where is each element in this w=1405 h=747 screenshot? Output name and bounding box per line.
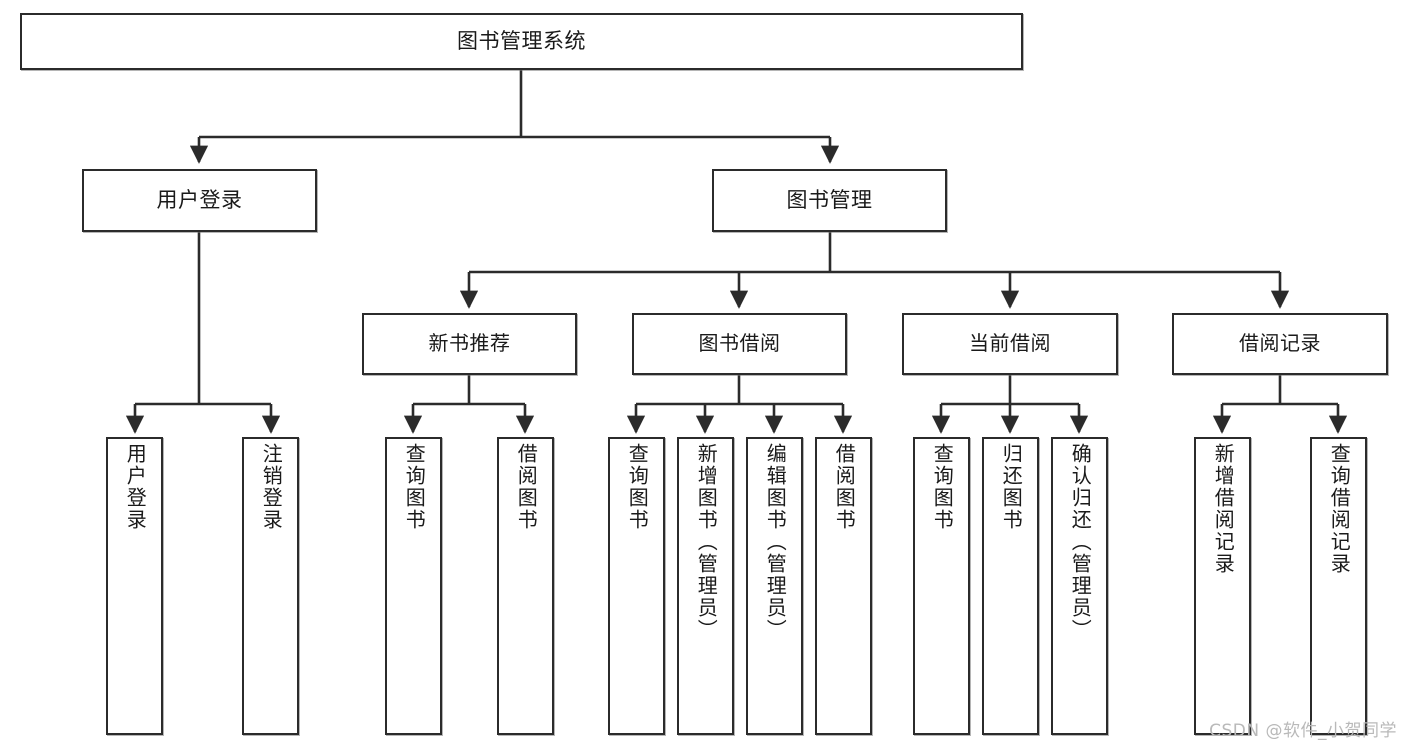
node-leaf-query-book-3-label: 查询图书: [930, 443, 955, 531]
node-leaf-logout-login-label: 注销登录: [259, 443, 284, 531]
node-leaf-query-book-2[interactable]: 查询图书: [608, 437, 665, 735]
node-root-label: 图书管理系统: [457, 29, 586, 54]
node-leaf-add-book-admin-label: 新增图书（管理员）: [694, 443, 719, 641]
node-leaf-logout-login[interactable]: 注销登录: [242, 437, 299, 735]
node-leaf-return-book-label: 归还图书: [999, 443, 1024, 531]
node-leaf-confirm-return-admin[interactable]: 确认归还（管理员）: [1051, 437, 1108, 735]
csdn-watermark: CSDN @软件_小贺同学: [1209, 721, 1397, 741]
node-leaf-query-book-1[interactable]: 查询图书: [385, 437, 442, 735]
node-leaf-user-login-label: 用户登录: [123, 443, 148, 531]
node-leaf-query-borrow-record[interactable]: 查询借阅记录: [1310, 437, 1367, 735]
node-leaf-borrow-book-1-label: 借阅图书: [514, 443, 539, 531]
node-user-login-label: 用户登录: [156, 188, 243, 213]
node-borrow-record-label: 借阅记录: [1239, 331, 1321, 356]
node-book-borrow-label: 图书借阅: [698, 331, 781, 356]
node-leaf-query-book-1-label: 查询图书: [402, 443, 427, 531]
node-leaf-query-borrow-record-label: 查询借阅记录: [1327, 443, 1352, 575]
node-leaf-borrow-book-2[interactable]: 借阅图书: [815, 437, 872, 735]
node-leaf-user-login[interactable]: 用户登录: [106, 437, 163, 735]
node-leaf-add-borrow-record-label: 新增借阅记录: [1211, 443, 1236, 575]
node-book-borrow[interactable]: 图书借阅: [632, 313, 847, 375]
node-book-management[interactable]: 图书管理: [712, 169, 947, 232]
node-leaf-confirm-return-admin-label: 确认归还（管理员）: [1068, 443, 1093, 641]
node-leaf-return-book[interactable]: 归还图书: [982, 437, 1039, 735]
node-new-book-recommend[interactable]: 新书推荐: [362, 313, 577, 375]
node-book-management-label: 图书管理: [786, 188, 873, 213]
node-leaf-query-book-3[interactable]: 查询图书: [913, 437, 970, 735]
node-leaf-query-book-2-label: 查询图书: [625, 443, 650, 531]
node-current-borrow[interactable]: 当前借阅: [902, 313, 1118, 375]
node-leaf-borrow-book-1[interactable]: 借阅图书: [497, 437, 554, 735]
node-leaf-borrow-book-2-label: 借阅图书: [832, 443, 857, 531]
node-leaf-edit-book-admin[interactable]: 编辑图书（管理员）: [746, 437, 803, 735]
node-root[interactable]: 图书管理系统: [20, 13, 1023, 70]
node-user-login[interactable]: 用户登录: [82, 169, 317, 232]
node-new-book-recommend-label: 新书推荐: [428, 331, 511, 356]
node-borrow-record[interactable]: 借阅记录: [1172, 313, 1388, 375]
node-leaf-edit-book-admin-label: 编辑图书（管理员）: [763, 443, 788, 641]
node-leaf-add-borrow-record[interactable]: 新增借阅记录: [1194, 437, 1251, 735]
node-current-borrow-label: 当前借阅: [969, 331, 1051, 356]
node-leaf-add-book-admin[interactable]: 新增图书（管理员）: [677, 437, 734, 735]
